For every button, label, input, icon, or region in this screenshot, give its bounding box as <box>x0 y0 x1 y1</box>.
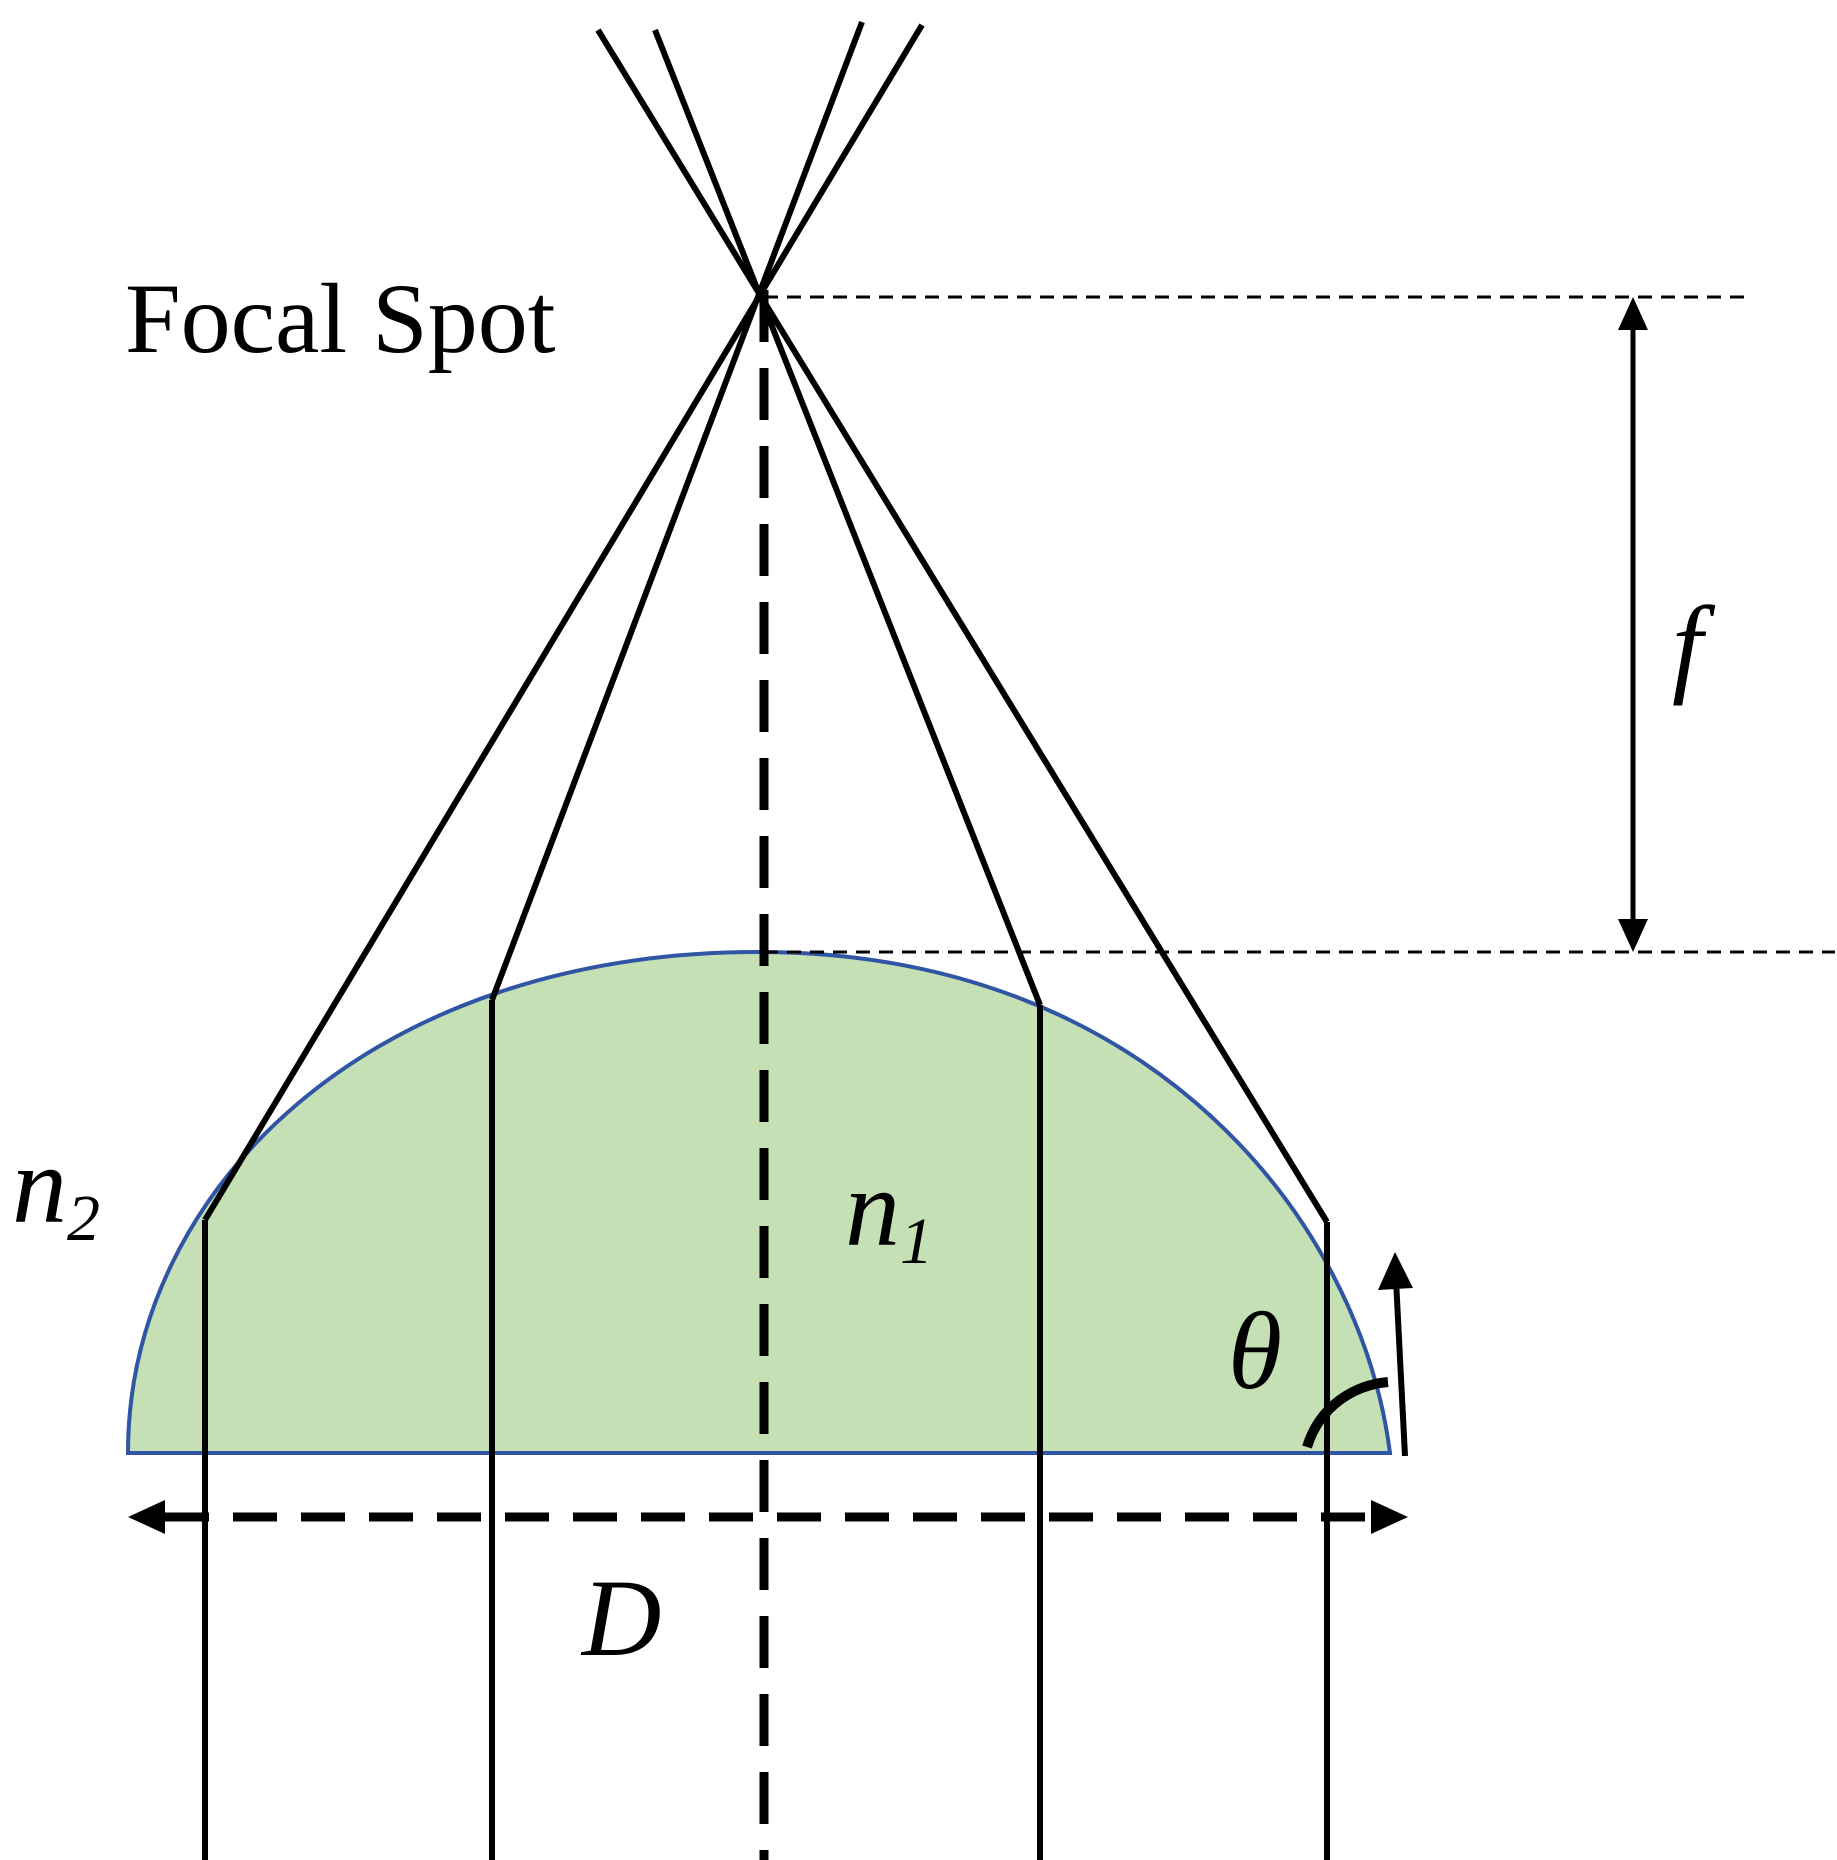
ray-inner-left <box>489 20 865 1002</box>
ray-inner-right <box>652 28 1043 1007</box>
outside-medium-subscript: 2 <box>67 1182 100 1255</box>
converging-rays <box>202 20 1330 1224</box>
lens-body <box>125 949 1393 1455</box>
focal-spot-label: Focal Spot <box>125 263 556 374</box>
ray-outer-left <box>202 23 925 1222</box>
inside-medium-symbol: n <box>845 1147 900 1269</box>
incident-rays <box>202 1000 1330 1860</box>
contact-angle-indicator <box>1302 1252 1413 1457</box>
outside-medium-label: n2 <box>12 1124 100 1255</box>
inside-medium-subscript: 1 <box>900 1205 933 1278</box>
focal-length-label: f <box>1672 584 1716 706</box>
inside-medium-label: n1 <box>845 1147 933 1278</box>
outside-medium-symbol: n <box>12 1124 67 1246</box>
focal-length-arrow <box>1618 297 1648 952</box>
diameter-label: D <box>580 1557 661 1679</box>
contact-angle-label: θ <box>1228 1290 1282 1412</box>
diameter-arrow <box>128 1500 1408 1534</box>
ray-outer-right <box>595 28 1330 1224</box>
